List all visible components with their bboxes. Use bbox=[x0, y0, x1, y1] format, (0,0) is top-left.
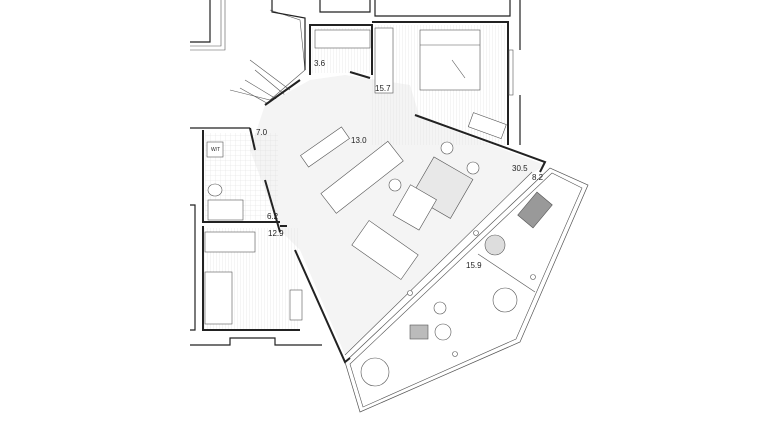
toilet-label: W/T bbox=[211, 147, 220, 153]
room-area-hall: 7.0 bbox=[256, 128, 268, 137]
stairwell bbox=[190, 0, 521, 346]
sunbed bbox=[517, 191, 553, 229]
sofa bbox=[392, 184, 437, 231]
room-area-kitchen: 13.0 bbox=[351, 136, 367, 145]
kitchen-island bbox=[320, 140, 404, 214]
room-area-bathroom: 6.2 bbox=[267, 212, 279, 221]
kitchen-counter bbox=[300, 126, 350, 168]
desk bbox=[467, 112, 507, 140]
furniture bbox=[204, 27, 553, 387]
room-area-storage: 3.6 bbox=[314, 59, 326, 68]
room-area-balcony: 8.2 bbox=[532, 173, 544, 182]
room-area-bedroom-main: 15.7 bbox=[375, 84, 391, 93]
room-area-living: 30.5 bbox=[512, 164, 528, 173]
room-area-bedroom-second: 12.9 bbox=[268, 229, 284, 238]
wardrobe bbox=[374, 27, 394, 94]
dining-table bbox=[351, 220, 419, 280]
walls bbox=[202, 21, 547, 364]
single-bed bbox=[204, 271, 233, 325]
terrace-outline bbox=[344, 167, 589, 413]
double-bed bbox=[419, 29, 481, 91]
room-area-terrace: 15.9 bbox=[466, 261, 482, 270]
